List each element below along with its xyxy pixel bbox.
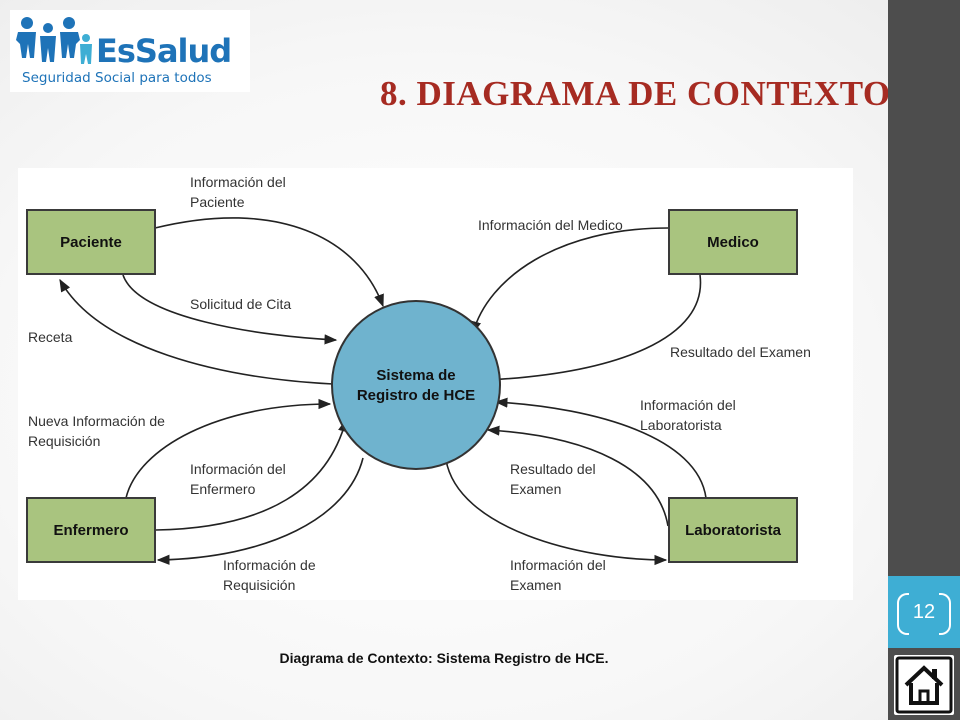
flow-label-info-requisicion-2: Requisición — [223, 577, 295, 593]
flow-nueva-informacion-arrow — [125, 398, 332, 499]
central-process-label-1: Sistema de — [376, 367, 455, 384]
logo-name: EsSalud — [96, 32, 232, 70]
entity-paciente-label: Paciente — [60, 234, 122, 251]
context-diagram: Sistema de Registro de HCE Paciente Medi… — [18, 168, 853, 600]
central-process-label-2: Registro de HCE — [357, 387, 475, 404]
flow-info-paciente-arrow — [154, 217, 384, 308]
flow-label-info-enfermero-1: Información del — [190, 461, 286, 477]
flow-label-solicitud-cita: Solicitud de Cita — [190, 296, 291, 312]
page-number-badge: 12 — [888, 576, 960, 648]
entity-laboratorista-box — [668, 497, 798, 563]
flow-label-info-examen-2: Examen — [510, 577, 561, 593]
entity-paciente-box — [26, 209, 156, 275]
flow-label-info-paciente-2: Paciente — [190, 194, 245, 210]
flow-info-enfermero-arrow — [155, 418, 348, 531]
flow-label-resultado-examen: Resultado del Examen — [670, 344, 811, 360]
slide-title: 8. DIAGRAMA DE CONTEXTO — [380, 74, 891, 113]
flow-info-examen-arrow — [445, 459, 668, 566]
flow-info-requisicion-arrow — [156, 457, 364, 565]
bracket-left-icon — [897, 593, 909, 635]
flow-label-info-examen-1: Información del — [510, 557, 606, 573]
flow-label-nueva-info-2: Requisición — [28, 433, 100, 449]
family-figures-icon — [16, 17, 92, 64]
entity-medico-label: Medico — [707, 234, 759, 251]
flow-info-laboratorista-arrow — [494, 397, 707, 499]
entity-enfermero-box — [26, 497, 156, 563]
flow-receta-arrow — [59, 278, 334, 385]
home-icon — [895, 656, 953, 714]
flow-label-info-laboratorista-2: Laboratorista — [640, 417, 722, 433]
entity-medico-box — [668, 209, 798, 275]
flow-solicitud-cita-arrow — [122, 274, 338, 345]
flow-label-receta: Receta — [28, 329, 73, 345]
bracket-right-icon — [939, 593, 951, 635]
flow-label-info-requisicion-1: Información de — [223, 557, 316, 573]
logo-tagline: Seguridad Social para todos — [22, 70, 212, 86]
flow-label-info-laboratorista-1: Información del — [640, 397, 736, 413]
home-button[interactable] — [894, 655, 954, 715]
flow-label-info-enfermero-2: Enfermero — [190, 481, 256, 497]
entity-enfermero-label: Enfermero — [53, 522, 128, 539]
flow-label-resultado-lab-1: Resultado del — [510, 461, 596, 477]
entity-laboratorista-label: Laboratorista — [685, 522, 782, 539]
flow-resultado-examen-arrow — [486, 274, 702, 385]
flow-label-resultado-lab-2: Examen — [510, 481, 561, 497]
flow-label-info-paciente-1: Información del — [190, 174, 286, 190]
flow-label-nueva-info-1: Nueva Información de — [28, 413, 165, 429]
central-process-circle — [331, 300, 501, 470]
flow-label-info-medico: Información del Medico — [478, 217, 623, 233]
flow-info-medico-arrow — [471, 227, 669, 335]
page-number: 12 — [912, 601, 936, 623]
diagram-caption: Diagrama de Contexto: Sistema Registro d… — [279, 650, 609, 666]
essalud-logo: EsSalud Seguridad Social para todos — [10, 10, 250, 92]
flow-resultado-lab-arrow — [486, 425, 669, 527]
context-diagram-canvas: Sistema de Registro de HCE Paciente Medi… — [26, 174, 811, 593]
